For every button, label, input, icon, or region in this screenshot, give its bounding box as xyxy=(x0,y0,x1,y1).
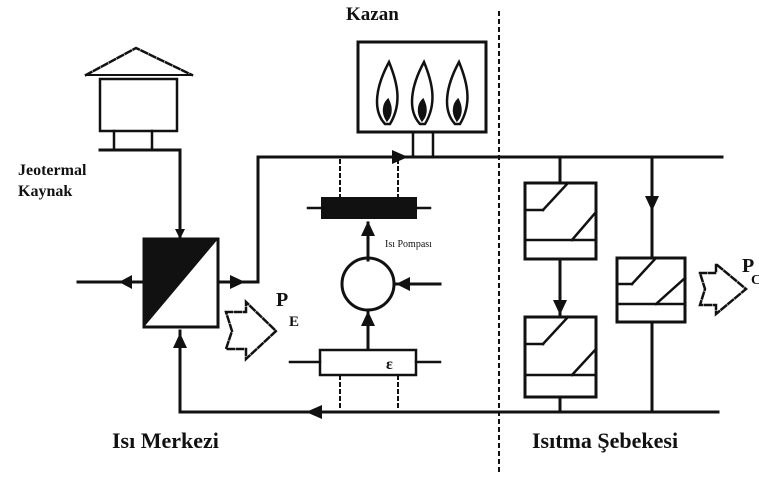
heat-pump-evaporator xyxy=(288,348,442,377)
pe-symbol: P xyxy=(276,289,288,311)
flame-icon xyxy=(410,59,434,126)
pe-output-arrow xyxy=(224,299,278,362)
radiator-3 xyxy=(615,256,687,324)
isi-merkezi-label: Isı Merkezi xyxy=(112,428,219,453)
kazan-label: Kazan xyxy=(346,4,399,25)
pc-symbol: P xyxy=(742,255,754,277)
epsilon-symbol: ε xyxy=(386,356,393,373)
geothermal-source-house xyxy=(84,46,194,152)
isitma-sebekesi-label: Isıtma Şebekesi xyxy=(532,428,679,453)
pe-subscript: E xyxy=(289,314,299,330)
flame-icon xyxy=(445,59,469,126)
boiler xyxy=(356,40,488,159)
compressor-circle xyxy=(340,256,396,312)
pc-output-arrow xyxy=(698,261,748,317)
jeotermal-label-line1: Jeotermal xyxy=(18,162,87,179)
main-heat-exchanger xyxy=(142,237,220,329)
heat-pump-condenser xyxy=(306,197,432,219)
radiator-2 xyxy=(523,315,598,399)
flame-icon xyxy=(375,59,399,126)
isi-pompasi-label: Isı Pompası xyxy=(385,239,432,250)
jeotermal-label: Jeotermal Kaynak xyxy=(18,160,86,202)
dotted-connections xyxy=(339,159,399,411)
jeotermal-label-line2: Kaynak xyxy=(18,183,73,200)
radiator-1 xyxy=(523,181,598,261)
pc-subscript: C xyxy=(751,273,759,288)
